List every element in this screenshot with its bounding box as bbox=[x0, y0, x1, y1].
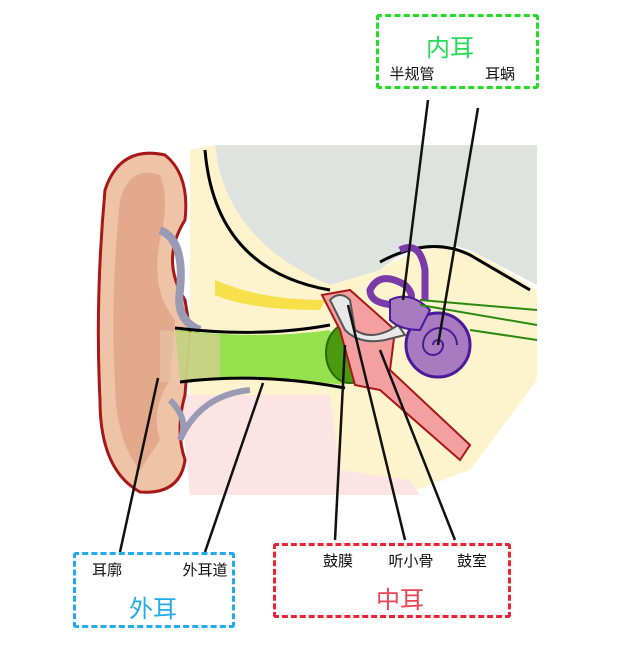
pointer-tympanic-cavity bbox=[378, 349, 457, 541]
canal-wall-top bbox=[174, 323, 331, 334]
skull-region bbox=[215, 145, 537, 290]
pinna-inner bbox=[113, 172, 175, 470]
outer-ear-box bbox=[73, 552, 235, 628]
pointer-cochlea bbox=[436, 107, 480, 346]
pinna-fold bbox=[158, 226, 202, 334]
pointer-eardrum bbox=[333, 344, 347, 541]
middle-ear-box bbox=[273, 543, 511, 618]
ear-canal-fade bbox=[160, 330, 220, 382]
label-ear-canal: 外耳道 bbox=[182, 561, 228, 579]
pointer-ossicles bbox=[346, 304, 407, 541]
tissue-region bbox=[180, 395, 420, 495]
label-pinna: 耳廓 bbox=[91, 561, 123, 579]
bone-line-right bbox=[379, 245, 531, 292]
pinna-fold-lower bbox=[167, 387, 251, 442]
pointer-pinna bbox=[118, 377, 160, 553]
label-eardrum: 鼓膜 bbox=[322, 552, 354, 570]
pointer-semicircular-canals bbox=[401, 99, 430, 301]
nerve bbox=[419, 299, 538, 341]
middle-ear-title: 中耳 bbox=[376, 586, 424, 614]
label-tympanic-cavity: 鼓室 bbox=[456, 552, 488, 570]
canal-wall-bottom bbox=[179, 376, 346, 390]
inner-ear-title: 内耳 bbox=[426, 34, 474, 62]
inner-ear-box bbox=[376, 14, 539, 89]
outer-ear-title: 外耳 bbox=[129, 595, 177, 623]
pointer-lines bbox=[118, 99, 480, 553]
bone-line bbox=[203, 149, 331, 292]
cochlea-spiral bbox=[421, 327, 458, 356]
label-semicircular-canals: 半规管 bbox=[389, 65, 435, 83]
label-ossicles: 听小骨 bbox=[388, 552, 434, 570]
bone-yellow bbox=[215, 280, 325, 310]
pointer-ear-canal bbox=[203, 382, 265, 553]
label-cochlea: 耳蜗 bbox=[484, 65, 516, 83]
